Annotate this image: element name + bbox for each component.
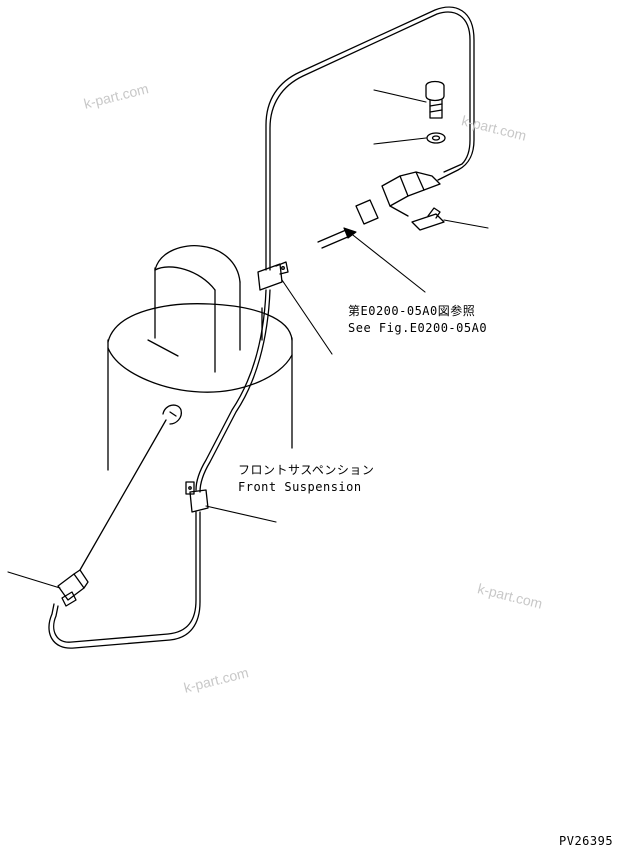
leader-lines [7,89,489,589]
wire-harness [48,6,475,649]
bolt [425,80,445,119]
clip-upper [257,261,289,291]
suspension-label-ja: フロントサスペンション [238,463,375,477]
suspension-label-en: Front Suspension [238,480,362,494]
front-suspension-body [107,244,293,471]
reference-label-en: See Fig.E0200-05A0 [348,321,488,335]
connector-assembly [317,171,441,249]
speed-sensor [57,419,167,607]
washer [426,132,446,144]
reference-label-ja: 第E0200-05A0図参照 [348,304,476,318]
drawing-number: PV26395 [559,834,614,848]
clamp [411,207,445,231]
clip-lower [185,481,209,513]
